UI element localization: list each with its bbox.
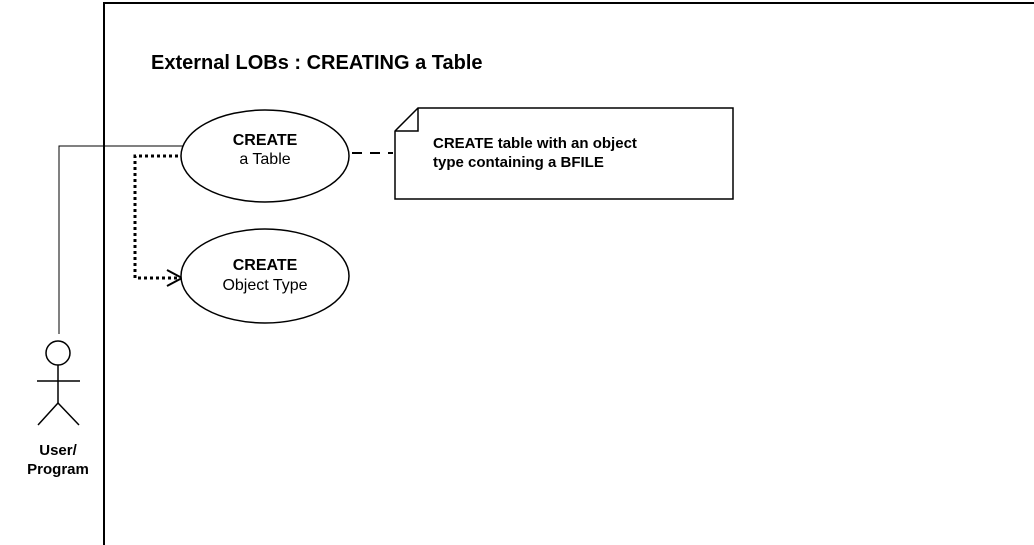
actor-right-leg (57, 402, 80, 426)
use-case-ellipse (180, 228, 350, 324)
actor-figure (37, 340, 80, 426)
use-case-create-table[interactable]: CREATE a Table (180, 109, 350, 203)
note-shape (394, 107, 734, 200)
note-text-line-1: CREATE table with an object (433, 135, 637, 152)
actor-label-line-1: User/ (39, 442, 77, 459)
system-boundary (103, 2, 1034, 545)
actor-label-line-2: Program (27, 461, 89, 478)
note: CREATE table with an object type contain… (394, 107, 734, 200)
use-case-keyword: CREATE (233, 132, 298, 149)
diagram-title: External LOBs : CREATING a Table (151, 52, 483, 74)
note-text-line-2: type containing a BFILE (433, 154, 604, 171)
use-case-ellipse (180, 109, 350, 203)
use-case-create-object-type[interactable]: CREATE Object Type (180, 228, 350, 324)
actor-left-leg (37, 402, 59, 426)
note-folded-corner (395, 108, 419, 132)
dependency-line (133, 154, 184, 280)
use-case-name: Object Type (222, 277, 307, 294)
use-case-keyword: CREATE (233, 257, 298, 274)
use-case-name: a Table (239, 151, 290, 168)
actor-head (45, 340, 71, 366)
actor-association-line (58, 145, 185, 334)
